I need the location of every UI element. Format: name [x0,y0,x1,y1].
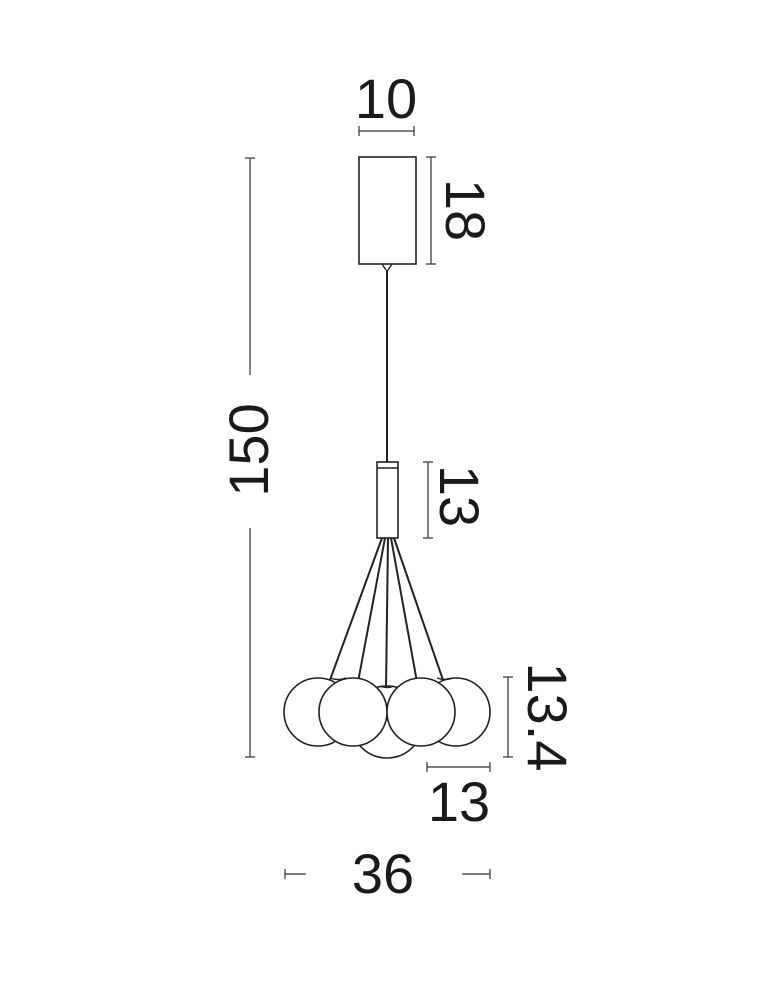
globe-front-right [386,677,456,747]
cluster-height-label: 13.4 [516,663,579,772]
globe-front-left [318,677,388,747]
total-width-label: 36 [352,842,414,905]
total-height-label: 150 [217,403,280,496]
globe-wires [329,537,444,691]
canopy-height-label: 18 [434,179,497,241]
globe-cluster [283,677,491,759]
canopy-width-label: 10 [355,67,417,130]
total-width-dimension: 36 [284,842,491,905]
ceiling-canopy [358,156,417,265]
connector-height-dimension: 13 [423,461,491,539]
canopy-width-dimension: 10 [355,67,417,136]
cluster-height-dimension: 13.4 [503,663,579,772]
globe-diameter-dimension: 13 [426,762,491,833]
connector-body [376,461,399,539]
globe-diameter-label: 13 [428,770,490,833]
canopy-height-dimension: 18 [426,156,497,265]
connector-height-label: 13 [428,465,491,527]
total-height-dimension: 150 [217,157,280,758]
